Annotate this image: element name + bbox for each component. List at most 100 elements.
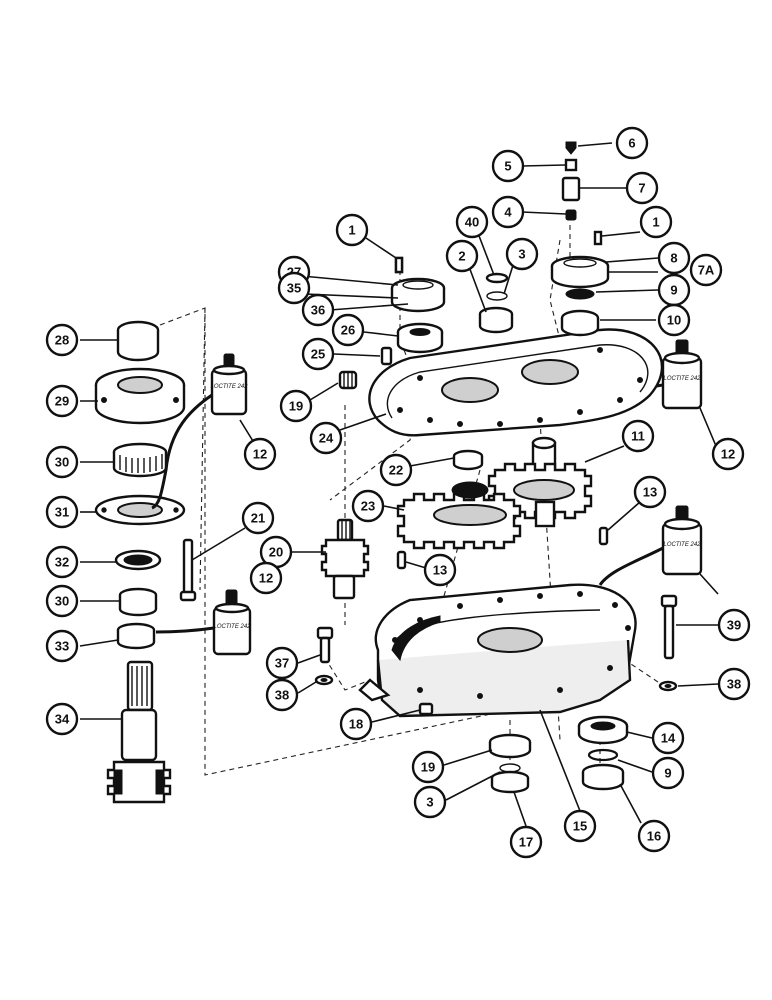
svg-text:3: 3: [426, 795, 433, 810]
svg-text:7: 7: [638, 181, 645, 196]
svg-text:13: 13: [433, 563, 447, 578]
callout-11: 11: [621, 419, 655, 453]
bolt-part-21: [179, 538, 197, 602]
callout-30-top: 30: [45, 445, 79, 479]
svg-text:5: 5: [504, 159, 511, 174]
callout-40: 40: [455, 205, 489, 239]
svg-text:32: 32: [55, 555, 69, 570]
callout-34: 34: [45, 702, 79, 736]
svg-text:2: 2: [458, 249, 465, 264]
bearing-part-26: [396, 322, 444, 354]
loctite-bottle-lower-left: LOCTITE 242: [212, 589, 252, 656]
callout-7: 7: [625, 171, 659, 205]
svg-text:6: 6: [628, 136, 635, 151]
svg-text:18: 18: [349, 717, 363, 732]
svg-text:19: 19: [421, 760, 435, 775]
callout-4: 4: [491, 195, 525, 229]
svg-text:24: 24: [319, 431, 334, 446]
callout-21: 21: [241, 501, 275, 535]
callout-17: 17: [509, 825, 543, 859]
svg-text:15: 15: [573, 819, 587, 834]
svg-text:31: 31: [55, 505, 69, 520]
callout-1-right: 1: [639, 205, 673, 239]
snap-ring-part-9-bottom: [587, 748, 619, 762]
svg-text:12: 12: [253, 447, 267, 462]
svg-text:9: 9: [664, 766, 671, 781]
callout-38-right: 38: [717, 667, 751, 701]
callout-16: 16: [637, 819, 671, 853]
gear-part-23: [396, 481, 522, 550]
callout-19-top: 19: [279, 389, 313, 423]
washer-part-38-left: [314, 674, 334, 686]
bushing-part-19-top: [338, 370, 358, 390]
svg-text:11: 11: [631, 429, 645, 444]
svg-text:20: 20: [269, 545, 283, 560]
callout-5: 5: [491, 149, 525, 183]
callout-7a: 7A: [689, 253, 723, 287]
callout-12-left: 12: [243, 437, 277, 471]
gear-part-11: [487, 436, 593, 528]
callout-19-bottom: 19: [411, 750, 445, 784]
svg-text:25: 25: [311, 347, 325, 362]
svg-text:38: 38: [727, 677, 741, 692]
gear-housing-part-15: [358, 583, 637, 718]
svg-text:12: 12: [721, 447, 735, 462]
washer-part-38-right: [658, 680, 678, 692]
svg-text:16: 16: [647, 829, 661, 844]
svg-text:17: 17: [519, 835, 533, 850]
callout-25: 25: [301, 337, 335, 371]
dowel-part-25: [380, 346, 393, 366]
svg-text:35: 35: [287, 281, 301, 296]
callout-28: 28: [45, 323, 79, 357]
loctite-bottle-lower-right: LOCTITE 242: [661, 505, 703, 576]
bearing-part-14: [577, 715, 629, 745]
bearing-part-2: [478, 272, 514, 334]
bolt-part-37: [316, 626, 334, 664]
svg-text:1: 1: [652, 215, 659, 230]
pinion-shaft-part-34: [106, 660, 172, 804]
svg-text:8: 8: [670, 251, 677, 266]
svg-text:1: 1: [348, 223, 355, 238]
callout-14: 14: [651, 721, 685, 755]
svg-text:13: 13: [643, 485, 657, 500]
dowel-part-13-right: [598, 526, 609, 546]
callout-13-left: 13: [423, 553, 457, 587]
bearing-part-19-bottom: [488, 733, 532, 773]
callout-15: 15: [563, 809, 597, 843]
callout-3-bottom: 3: [413, 785, 447, 819]
svg-text:34: 34: [55, 712, 70, 727]
callout-36: 36: [301, 293, 335, 327]
callout-10: 10: [657, 303, 691, 337]
svg-text:39: 39: [727, 618, 741, 633]
callout-2: 2: [445, 239, 479, 273]
svg-text:14: 14: [661, 731, 676, 746]
callout-37: 37: [265, 646, 299, 680]
svg-text:22: 22: [389, 463, 403, 478]
svg-text:37: 37: [275, 656, 289, 671]
cup-part-16: [581, 763, 625, 791]
cup-part-17: [490, 770, 530, 794]
cover-plate-part-24: [368, 328, 664, 437]
svg-text:12: 12: [259, 571, 273, 586]
svg-text:26: 26: [341, 323, 355, 338]
svg-text:19: 19: [289, 399, 303, 414]
callout-18: 18: [339, 707, 373, 741]
callout-13-right: 13: [633, 475, 667, 509]
svg-text:28: 28: [55, 333, 69, 348]
left-bearing-stack: [94, 320, 186, 650]
bearing-part-10: [560, 309, 600, 337]
svg-text:LOCTITE 242: LOCTITE 242: [210, 384, 248, 390]
cap-assembly-part-8: [550, 230, 610, 300]
svg-text:7A: 7A: [698, 263, 715, 278]
callout-6: 6: [615, 126, 649, 160]
pinion-gear-part-20: [320, 518, 370, 600]
callout-31: 31: [45, 495, 79, 529]
svg-text:36: 36: [311, 303, 325, 318]
svg-text:30: 30: [55, 594, 69, 609]
bearing-part-22: [452, 449, 484, 471]
callout-1-left: 1: [335, 213, 369, 247]
callout-3-top: 3: [505, 237, 539, 271]
callout-22: 22: [379, 453, 413, 487]
callout-39: 39: [717, 608, 751, 642]
